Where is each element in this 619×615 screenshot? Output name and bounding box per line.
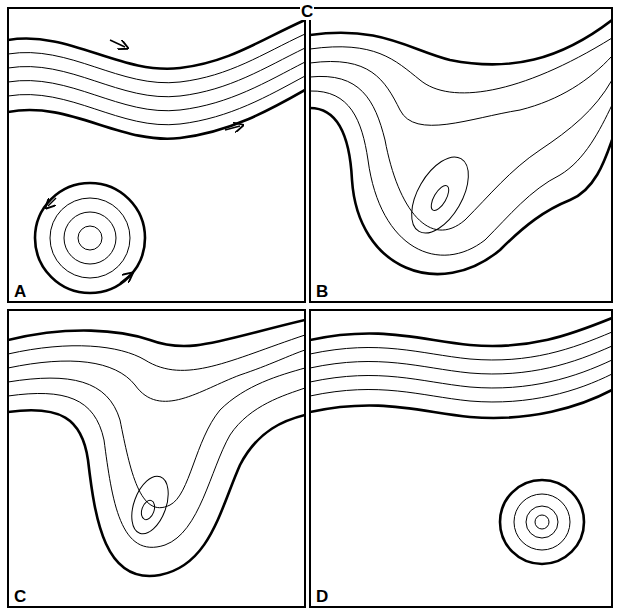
current-streamlines — [8, 20, 305, 139]
current-with-eddy — [310, 20, 612, 274]
panel-letter: B — [315, 283, 329, 300]
panel-letter: D — [315, 588, 329, 605]
panel-letter: A — [13, 283, 27, 300]
panel-frame — [8, 310, 305, 607]
current-streamlines — [310, 318, 612, 418]
ring-eddy — [500, 480, 584, 564]
current-with-eddy — [8, 320, 305, 576]
panel-frame — [310, 8, 612, 302]
panel-frame — [8, 8, 305, 302]
ring-eddy — [35, 183, 145, 293]
figure-label: C — [300, 3, 314, 20]
panel-letter: C — [13, 588, 27, 605]
panel-frame — [310, 310, 612, 607]
